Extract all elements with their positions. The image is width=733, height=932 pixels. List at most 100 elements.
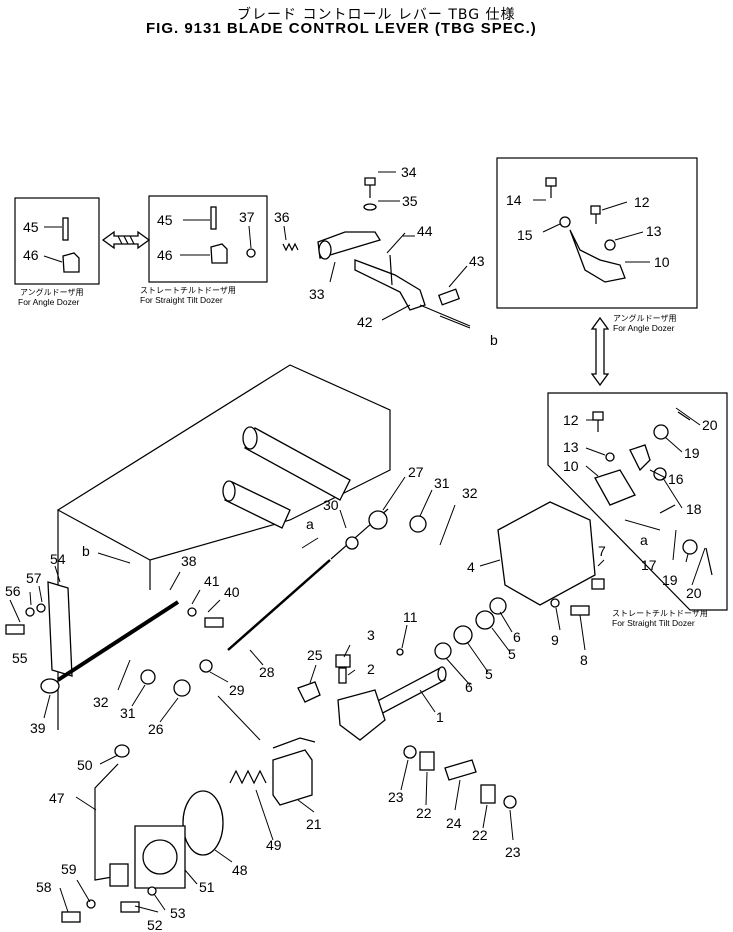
part-label-37: 37 — [239, 209, 255, 225]
part-label-42: 42 — [357, 314, 373, 330]
part-label-6a: 6 — [513, 629, 521, 645]
part-label-9: 9 — [551, 632, 559, 648]
clevis-part-27 — [368, 510, 388, 530]
pin-part-45 — [62, 217, 69, 241]
leader-lines — [9, 171, 706, 913]
part-label-2: 2 — [367, 661, 375, 677]
part-label-29: 29 — [229, 682, 245, 698]
cover-part-48 — [182, 790, 224, 856]
part-label-6b: 6 — [465, 679, 473, 695]
linkage-assembly-top — [282, 177, 461, 311]
nut-part-29 — [199, 659, 213, 673]
inset-straight-tilt-box — [148, 195, 268, 283]
part-label-1: 1 — [436, 709, 444, 725]
washer-part-59 — [86, 899, 96, 909]
part-label-21: 21 — [306, 816, 322, 832]
bushing-part-22a — [419, 751, 435, 771]
part-label-53: 53 — [170, 905, 186, 921]
part-label-10a: 10 — [654, 254, 670, 270]
caption-straight-tilt-jp: ストレートチルトドーザ用 — [140, 286, 236, 295]
part-label-46a: 46 — [23, 247, 39, 263]
part-label-18: 18 — [686, 501, 702, 517]
washer-part-53 — [147, 886, 157, 896]
part-label-5a: 5 — [508, 646, 516, 662]
double-arrow-vertical-icon — [590, 316, 610, 387]
nut-part-30 — [345, 536, 359, 550]
bolt-part-58 — [61, 911, 81, 923]
part-label-47: 47 — [49, 790, 65, 806]
caption-straight-tilt-en: For Straight Tilt Dozer — [140, 295, 223, 305]
part-label-13b: 13 — [563, 439, 579, 455]
washer-part-57 — [36, 603, 46, 613]
part-label-26: 26 — [148, 721, 164, 737]
bracket-part-4 — [497, 501, 596, 606]
clip-part-9 — [550, 598, 560, 608]
part-label-12a: 12 — [634, 194, 650, 210]
part-label-45b: 45 — [157, 212, 173, 228]
part-label-36: 36 — [274, 209, 290, 225]
part-label-14a: 14 — [506, 192, 522, 208]
bolt-part-8 — [570, 605, 590, 616]
title-japanese: ブレード コントロール レバー TBG 仕様 — [237, 7, 516, 23]
bolt-part-52 — [120, 901, 140, 913]
washer-part-56 — [25, 607, 35, 617]
part-label-35: 35 — [402, 193, 418, 209]
nut-part-31b — [409, 515, 427, 533]
inset-straight-tilt-detail-outline — [547, 392, 728, 611]
part-label-11: 11 — [403, 609, 418, 625]
part-number-labels: 45 46 45 46 37 36 34 35 44 43 33 42 14 1… — [5, 164, 718, 932]
block-part-46 — [62, 252, 80, 273]
bracket-assembly-tilt — [592, 411, 713, 576]
part-label-15: 15 — [517, 227, 533, 243]
double-arrow-icon — [101, 230, 151, 250]
rod-part-28 — [227, 559, 331, 651]
part-label-41: 41 — [204, 573, 220, 589]
part-label-33: 33 — [309, 286, 325, 302]
frame-outline — [56, 364, 391, 561]
part-label-52: 52 — [147, 917, 163, 932]
part-label-8: 8 — [580, 652, 588, 668]
ball-part-37 — [246, 248, 256, 258]
part-label-59: 59 — [61, 861, 77, 877]
part-label-28: 28 — [259, 664, 275, 680]
part-label-30: 30 — [323, 497, 339, 513]
nut-part-23b — [503, 795, 517, 809]
bushing-part-5a — [475, 610, 495, 630]
part-label-38: 38 — [181, 553, 197, 569]
pin-part-24 — [444, 759, 477, 781]
part-label-3: 3 — [367, 627, 375, 643]
bracket-assembly-angle — [545, 177, 626, 283]
part-label-31a: 31 — [434, 475, 450, 491]
knob-part-50 — [114, 744, 130, 758]
figure-title: FIG. 9131 BLADE CONTROL LEVER (TBG SPEC.… — [146, 20, 537, 37]
part-label-58: 58 — [36, 879, 52, 895]
part-label-19b: 19 — [662, 572, 678, 588]
bolt-part-40 — [204, 617, 224, 628]
part-label-5b: 5 — [485, 666, 493, 682]
caption-angle-dozer-en: For Angle Dozer — [18, 297, 80, 307]
part-label-48: 48 — [232, 862, 248, 878]
part-label-23a: 23 — [388, 789, 404, 805]
bolt-part-55 — [5, 624, 25, 635]
view-marker-a-center: a — [306, 516, 314, 532]
part-label-10b: 10 — [563, 458, 579, 474]
part-label-22b: 22 — [472, 827, 488, 843]
part-label-20a: 20 — [702, 417, 718, 433]
pin-part-45-tilt — [210, 206, 217, 230]
part-label-44: 44 — [417, 223, 433, 239]
nut-part-31a — [140, 669, 156, 685]
lever-part-47 — [94, 763, 119, 881]
caption-angle-dozer-jp: アングルドーザ用 — [20, 287, 84, 297]
bracket-part-1 — [337, 689, 386, 741]
part-label-20b: 20 — [686, 585, 702, 601]
clevis-part-26 — [173, 679, 191, 697]
part-label-25: 25 — [307, 647, 323, 663]
part-label-16: 16 — [668, 471, 684, 487]
part-label-17: 17 — [641, 557, 657, 573]
part-label-46b: 46 — [157, 247, 173, 263]
bracket-part-47-foot — [109, 863, 129, 887]
part-label-24: 24 — [446, 815, 462, 831]
part-label-23b: 23 — [505, 844, 521, 860]
part-label-40: 40 — [224, 584, 240, 600]
part-label-50: 50 — [77, 757, 93, 773]
